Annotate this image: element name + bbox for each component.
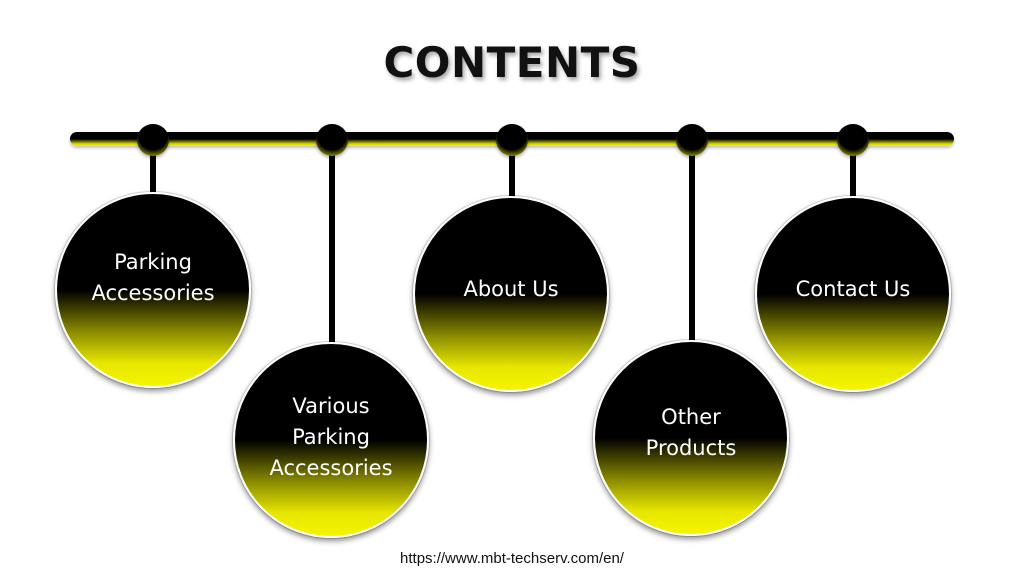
timeline-node-1 [137, 124, 169, 156]
timeline-node-5 [837, 124, 869, 156]
contents-item-label: Contact Us [795, 276, 911, 301]
contents-item-contact-us[interactable]: Contact Us [755, 196, 951, 392]
contents-item-about-us[interactable]: About Us [413, 196, 609, 392]
connector-stem-3 [509, 148, 515, 198]
connector-stem-4 [689, 148, 695, 346]
contents-item-label: Various Parking Accessories [269, 393, 393, 480]
slide-title: CONTENTS [383, 38, 641, 87]
contents-item-various-parking-accessories[interactable]: Various Parking Accessories [233, 342, 429, 538]
connector-stem-5 [850, 148, 856, 198]
connector-stem-2 [329, 148, 335, 346]
timeline-node-3 [496, 124, 528, 156]
contents-item-label: About Us [463, 276, 559, 301]
footer-url[interactable]: https://www.mbt-techserv.com/en/ [400, 550, 624, 567]
contents-item-other-products[interactable]: Other Products [593, 340, 789, 536]
timeline-node-4 [676, 124, 708, 156]
contents-item-label: Parking Accessories [91, 250, 215, 305]
contents-item-label: Other Products [645, 405, 737, 460]
contents-item-parking-accessories[interactable]: Parking Accessories [55, 192, 251, 388]
timeline-node-2 [316, 124, 348, 156]
connector-stem-1 [150, 148, 156, 198]
